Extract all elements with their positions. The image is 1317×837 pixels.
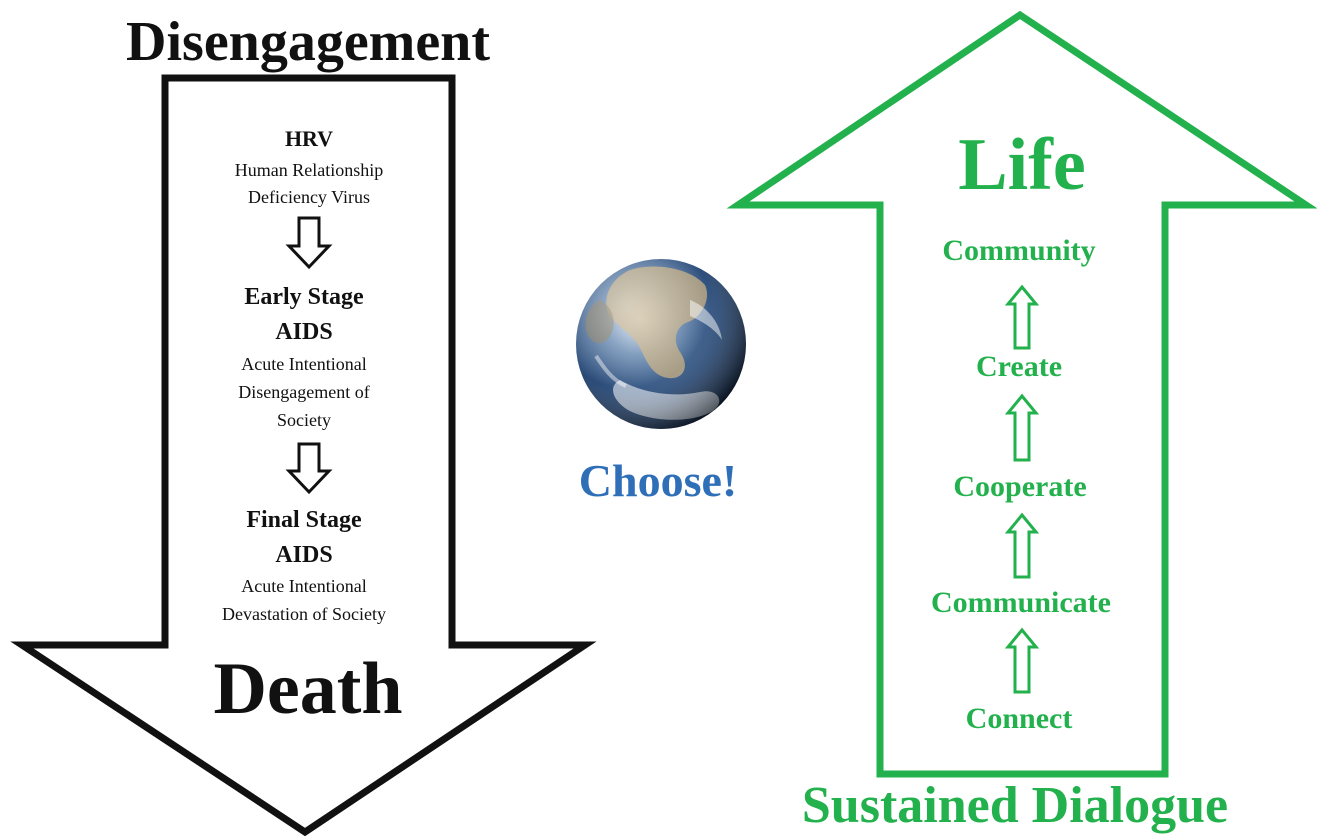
down-arrow-small-icon [285,216,333,270]
up-arrow-small-icon [1004,512,1040,579]
sustained-dialogue-label: Sustained Dialogue [801,777,1229,834]
up-arrow-small-icon [1004,627,1040,694]
early-stage-heading: Early Stage [244,284,364,310]
final-stage-heading: Final Stage [246,507,362,533]
early-stage-heading: AIDS [275,319,333,345]
final-stage-desc-line: Acute Intentional [241,576,367,596]
choose-label: Choose! [578,455,738,506]
early-stage-desc-line: Society [277,410,331,430]
early-stage-desc-line: Disengagement of [238,382,370,402]
up-arrow-small-icon [1004,284,1040,350]
down-arrow-small-icon [285,442,333,495]
earth-globe-icon [576,259,746,429]
left-title: Disengagement [126,11,490,73]
up-arrow-small-icon [1004,393,1040,462]
final-stage-desc-line: Devastation of Society [222,604,386,624]
step-connect: Connect [965,702,1073,735]
hrv-desc-line: Human Relationship [234,160,384,180]
early-stage-desc-line: Acute Intentional [241,354,367,374]
step-cooperate: Cooperate [953,470,1087,503]
final-stage-heading: AIDS [275,542,333,568]
death-label: Death [213,648,403,730]
step-create: Create [975,350,1063,383]
step-community: Community [942,234,1096,267]
hrv-desc-line: Deficiency Virus [247,187,371,207]
life-label: Life [958,124,1086,206]
step-communicate: Communicate [931,586,1111,619]
hrv-heading: HRV [284,126,334,151]
